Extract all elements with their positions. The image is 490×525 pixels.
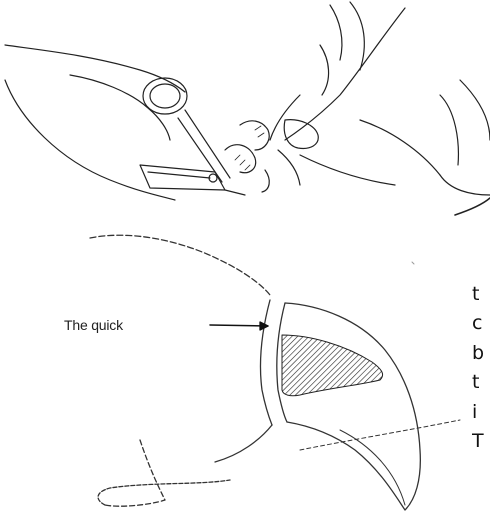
side-text-line: b — [472, 339, 490, 368]
side-text-line: i — [472, 398, 490, 427]
claw-base-left — [260, 300, 272, 425]
claw-outline — [285, 303, 420, 510]
side-text-line: t — [472, 368, 490, 397]
side-text-line: t — [472, 280, 490, 309]
side-text-line: T — [472, 427, 490, 456]
cut-line — [300, 420, 460, 450]
quick-label: The quick — [64, 317, 123, 333]
quick-area — [282, 335, 383, 396]
toe-fur-outline-bottom — [105, 440, 165, 506]
side-text-column: t c b t i T — [472, 280, 490, 456]
quick-arrow-line — [210, 325, 268, 326]
toe-fur-outline-top — [90, 235, 270, 295]
side-text-line: c — [472, 309, 490, 338]
